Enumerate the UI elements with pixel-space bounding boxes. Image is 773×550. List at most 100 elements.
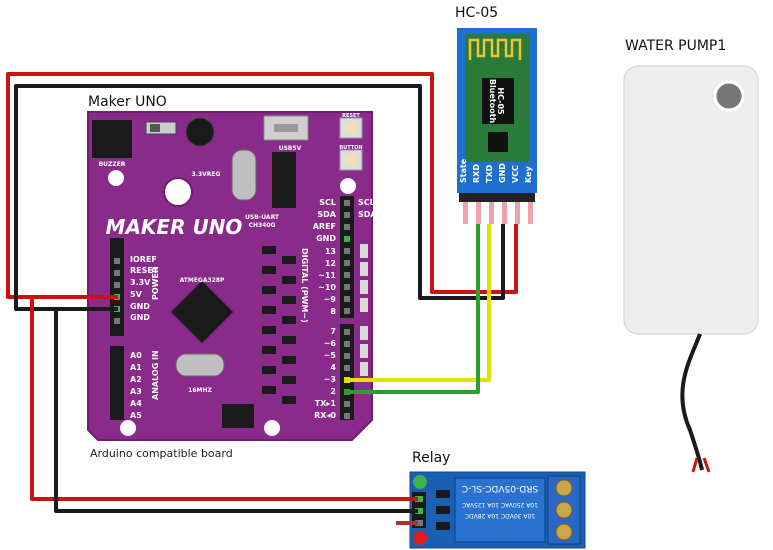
relay-led-green [413, 475, 427, 489]
digital-pin-label: GND [316, 234, 336, 243]
icsp-header [222, 404, 254, 428]
mount-hole [108, 170, 124, 186]
analog-pin-label: A4 [130, 399, 142, 408]
hc05-pin-label: RXD [472, 164, 481, 183]
usb-uart-chip [272, 152, 296, 208]
relay-rating-1: 10A 250VAC 10A 125VAC [462, 501, 538, 508]
usb-uart-label: USB-UART [245, 214, 280, 221]
wire-5v-to-relay [30, 295, 418, 501]
right-edge-labels: SCL SDA [358, 198, 377, 219]
logo-mascot [163, 177, 193, 207]
digital-pin-label: 13 [325, 247, 336, 256]
mount-hole [264, 420, 280, 436]
analog-pin-labels: A0 A1 A2 A3 A4 A5 [130, 351, 142, 420]
relay-rating-2: 10A 30VDC 10A 28VDC [465, 512, 535, 519]
buzzer-label: BUZZER [99, 161, 126, 168]
pump-body [623, 65, 759, 335]
digital-pin-label: TX▸1 [315, 399, 337, 408]
capacitor [185, 117, 215, 147]
mount-hole [120, 420, 136, 436]
digital-bottom-pins [344, 329, 350, 419]
mcu-chip [170, 280, 234, 344]
digital-bottom-labels: 7 ~6 ~5 4 ~3 2 TX▸1 RX◂0 [314, 327, 336, 420]
relay-model: SRD-05VDC-SL-C [462, 483, 538, 493]
hc05-module-text: HC-05 [496, 87, 505, 115]
digital-pin-label: 2 [330, 387, 336, 396]
water-pump [623, 65, 759, 473]
wire-5v-to-hc05-vcc [6, 72, 518, 299]
wire-gnd-to-hc05-gnd [14, 84, 505, 311]
digital-pin-label: SCL [319, 198, 336, 207]
digital-section-label: DIGITAL (PWM~) [300, 248, 309, 323]
pump-lead-red-2 [702, 457, 711, 473]
relay-led-red [413, 531, 427, 545]
analog-pin-label: A2 [130, 375, 142, 384]
digital-pin-label: RX◂0 [314, 411, 336, 420]
digital-pin-label: SDA [317, 210, 336, 219]
board-logo: MAKER UNO [106, 215, 243, 239]
digital-pin-label: AREF [313, 222, 336, 231]
usb5v-label: USB5V [279, 145, 302, 152]
pcb [87, 111, 373, 441]
power-pin-label: GND [130, 302, 150, 311]
edge-pin-label: SCL [358, 198, 375, 207]
hc05-pin-label: State [459, 158, 468, 183]
digital-pin-label: 4 [330, 363, 336, 372]
crystal-label: 16MHZ [188, 387, 212, 394]
power-section-label: POWER [151, 267, 160, 300]
wire-pin3-to-hc05 [350, 224, 491, 382]
pump-cable [680, 333, 704, 471]
pump-lead-red [691, 457, 699, 473]
analog-pin-label: A5 [130, 411, 142, 420]
hc05-chip-2 [488, 132, 508, 152]
pump-outlet [713, 80, 745, 112]
digital-pin-label: 12 [325, 259, 336, 268]
edge-pin-label: SDA [358, 210, 377, 219]
hc05-pin-label: VCC [511, 165, 520, 183]
crystal-bottom [175, 353, 225, 377]
maker-uno-board: BUZZER 3.3VREG USB5V RESET BUTTON USB-UA… [87, 111, 377, 441]
digital-pin-label: ~10 [318, 283, 336, 292]
hc05-pin-label: TXD [485, 164, 494, 183]
hc05-pins [463, 202, 533, 224]
analog-section-label: ANALOG IN [151, 350, 160, 400]
digital-pin-label: ~11 [318, 271, 336, 280]
reg-label: 3.3VREG [192, 171, 221, 178]
relay-title: Relay [412, 450, 450, 466]
pump-title: WATER PUMP1 [625, 38, 726, 54]
power-pin-label: GND [130, 313, 150, 322]
button-label: BUTTON [339, 145, 362, 151]
wire-pin2-to-hc05 [350, 224, 480, 394]
analog-pin-label: A3 [130, 387, 142, 396]
relay-module: SRD-05VDC-SL-C 10A 250VAC 10A 125VAC 10A… [409, 471, 586, 549]
wires [6, 72, 518, 525]
reset-label: RESET [342, 113, 360, 119]
right-side-leds [360, 244, 368, 376]
digital-pin-label: 7 [330, 327, 336, 336]
hc05-sub-text: Bluetooth [488, 79, 497, 124]
usb-uart-chip-label: CH340G [249, 222, 276, 229]
digital-top-pins [344, 200, 350, 314]
digital-header-bottom [340, 324, 354, 420]
power-pin-labels: IOREF RESET 3.3V 5V GND GND [130, 255, 159, 322]
hc05-pin-label: GND [498, 163, 507, 183]
relay-cube [454, 477, 546, 543]
hc05-title: HC-05 [455, 5, 498, 21]
mount-hole [340, 178, 356, 194]
power-pin-label: IOREF [130, 255, 157, 264]
digital-pin-label: 8 [330, 307, 336, 316]
analog-pin-label: A0 [130, 351, 142, 360]
digital-pin-label: ~5 [324, 351, 337, 360]
board-caption: Arduino compatible board [90, 447, 233, 460]
digital-top-labels: SCL SDA AREF GND 13 12 ~11 ~10 ~9 8 [313, 198, 337, 316]
usb-port [263, 115, 309, 141]
hc05-module: HC-05 Bluetooth State RXD TXD GND VCC Ke… [457, 28, 537, 224]
power-pin-label: 3.3V [130, 278, 151, 287]
digital-pin-label: ~6 [324, 339, 337, 348]
hc05-antenna [468, 38, 522, 60]
power-pin-label: RESET [130, 266, 159, 275]
wire-gnd-to-relay [54, 307, 418, 513]
digital-pin-label: ~9 [324, 295, 337, 304]
analog-pin-label: A1 [130, 363, 142, 372]
